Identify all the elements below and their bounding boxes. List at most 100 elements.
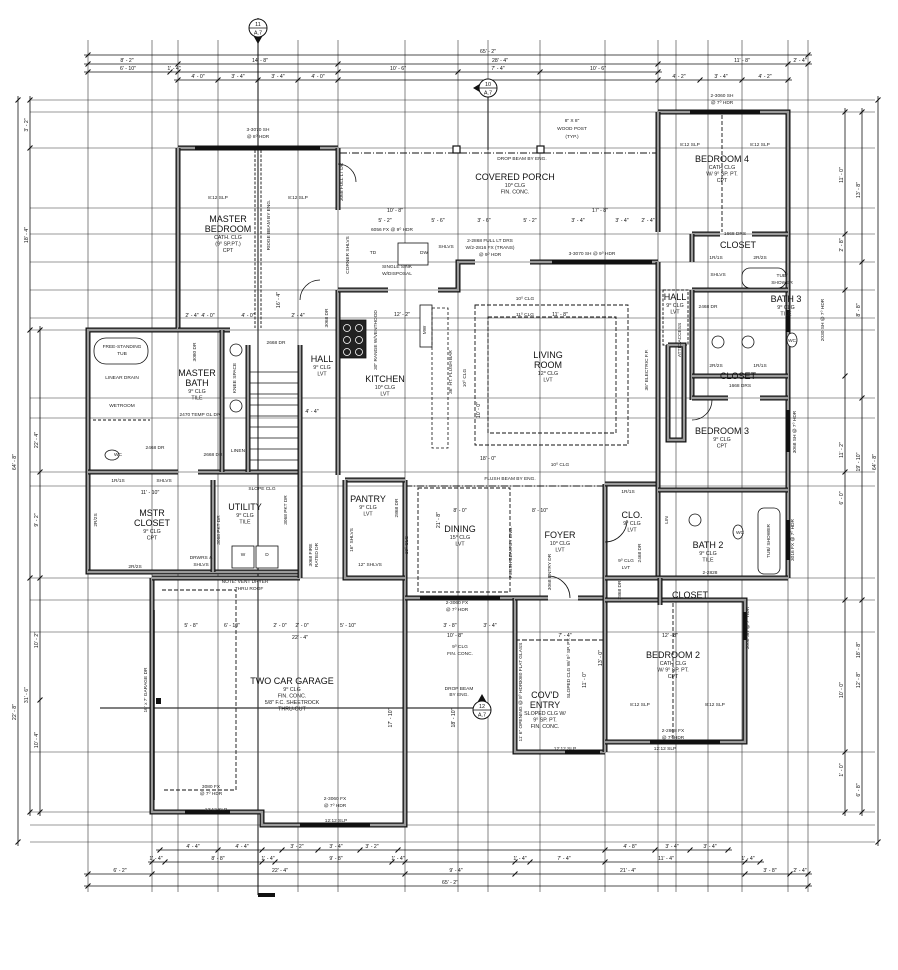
annotation: 2868 DR <box>617 580 623 599</box>
dimension-tick <box>27 327 33 333</box>
washer <box>231 545 255 569</box>
room-note: TILE <box>780 312 792 318</box>
dimension-label: 4' - 0" <box>311 74 324 80</box>
living-ceiling-outline <box>474 304 629 446</box>
dimension-label: 2' - 4" <box>793 868 806 874</box>
dimension-label: 10' - 0" <box>839 682 845 698</box>
room-note: LVT <box>543 378 553 384</box>
dimension-label: 4' - 0" <box>241 313 254 319</box>
dimension-tick <box>85 69 91 75</box>
annotation: WETROOM <box>109 403 135 409</box>
dimension-tick <box>335 61 341 67</box>
room-name: BATH <box>185 378 208 388</box>
room-note: CPT <box>717 178 728 184</box>
dimension-label: 1' - 4" <box>149 856 162 862</box>
room-note: SLOPED CLG W/ <box>524 711 566 717</box>
dimension-tick <box>27 97 33 103</box>
annotation: 1R/1S <box>753 363 766 369</box>
dimension-label: 8' - 8" <box>856 303 862 316</box>
room-note: LVT <box>555 548 565 554</box>
room-name: MSTR <box>139 508 165 518</box>
section-marker: 12A.7 <box>472 694 492 720</box>
dimension-label: 10' - 8" <box>387 208 403 214</box>
sink <box>229 343 243 357</box>
dimension-label: 4' - 2" <box>672 74 685 80</box>
annotation: BY ENG. <box>449 692 468 698</box>
annotation: SHLVS <box>438 244 453 250</box>
annotation: 8:12 SLP <box>630 702 650 708</box>
dimension-label: 3' - 4" <box>615 218 628 224</box>
annotation: LINEN <box>231 448 246 454</box>
section-sheet: A.7 <box>478 713 486 719</box>
dimension-label: 3' - 4" <box>329 844 342 850</box>
annotation: 8:12 SLP <box>680 142 700 148</box>
dimension-tick <box>175 69 181 75</box>
annotation: 12:12 SLP <box>325 818 347 824</box>
dimension-tick <box>162 859 168 865</box>
dimension-label: 3' - 2" <box>24 118 30 131</box>
annotation: TUB/ <box>777 273 789 279</box>
dimension-label: 8' - 10" <box>532 508 548 514</box>
dimension-tick <box>842 287 848 293</box>
dimension-label: 3' - 8" <box>443 623 456 629</box>
dimension-tick <box>175 77 181 83</box>
dimension-label: 19' - 10" <box>856 452 862 471</box>
annotation: 3068 SH @ 7⁰ HDR <box>792 410 798 453</box>
room-note: LVT <box>317 372 327 378</box>
annotation: 1668 DRS <box>724 231 746 237</box>
annotation: 2-2868 FULL LT DRS <box>467 238 513 244</box>
dimension-label: 13' - 0" <box>598 650 604 666</box>
annotation: 3068 PKT DR <box>283 495 289 525</box>
dimension-label: 11' - 8" <box>734 58 750 64</box>
room-name: BATH 3 <box>771 294 802 304</box>
annotation: 2468 DR <box>699 304 718 310</box>
dimension-label: 2' - 4" <box>185 313 198 319</box>
room-note: 9⁰ CLG <box>236 512 253 519</box>
annotation: 8:12 SLP <box>705 702 725 708</box>
dimension-tick <box>697 77 703 83</box>
dimension-tick <box>149 859 155 865</box>
room-note: CPT <box>223 248 234 254</box>
dimension-tick <box>402 871 408 877</box>
burner <box>343 336 351 344</box>
dimension-tick <box>335 77 341 83</box>
room-name: ROOM <box>534 360 562 370</box>
toilet <box>732 524 744 540</box>
dimension-label: 11' - 8" <box>552 312 568 318</box>
dimension-tick <box>259 859 265 865</box>
dimension-label: 65' - 2" <box>442 880 458 886</box>
dashed-beams-and-ceilings <box>93 115 723 791</box>
dimension-tick <box>85 871 91 877</box>
burner <box>343 324 351 332</box>
room-note: THRU-OUT <box>278 707 306 713</box>
annotation: FLUSH BEAM BY ENG. <box>484 476 535 482</box>
dimension-label: 5' - 10" <box>340 623 356 629</box>
dimension-tick <box>725 847 731 853</box>
dimension-tick <box>27 145 33 151</box>
annotation: 8" X 8" <box>565 118 580 124</box>
dimension-label: 10' - 4" <box>34 732 40 748</box>
dimension-label: 7' - 4" <box>557 856 570 862</box>
dimension-label: 22' - 4" <box>34 432 40 448</box>
annotation: 12" SHLVS <box>358 562 382 568</box>
annotation: 12:12 SLP <box>654 746 676 752</box>
annotation: LVT <box>622 565 631 571</box>
burner <box>355 336 363 344</box>
range <box>339 319 367 359</box>
room-name: KITCHEN <box>365 374 405 384</box>
dimension-tick <box>842 109 848 115</box>
annotation: (TYP.) <box>565 134 579 140</box>
dimension-tick <box>805 871 811 877</box>
dimension-label: 2' - 4" <box>291 313 304 319</box>
dimension-tick <box>757 859 763 865</box>
room-note: 9⁰ CLG <box>283 686 300 693</box>
room-note: TILE <box>191 396 203 402</box>
annotation: 2-2828 <box>703 570 718 576</box>
annotation: 2868 DR <box>394 498 400 517</box>
dimension-label: 8' - 0" <box>453 508 466 514</box>
dimension-tick <box>85 61 91 67</box>
toilet <box>786 332 798 348</box>
annotation: 3080 FLAT GLASS <box>518 643 524 684</box>
dimension-tick <box>652 847 658 853</box>
dimension-tick <box>842 373 848 379</box>
